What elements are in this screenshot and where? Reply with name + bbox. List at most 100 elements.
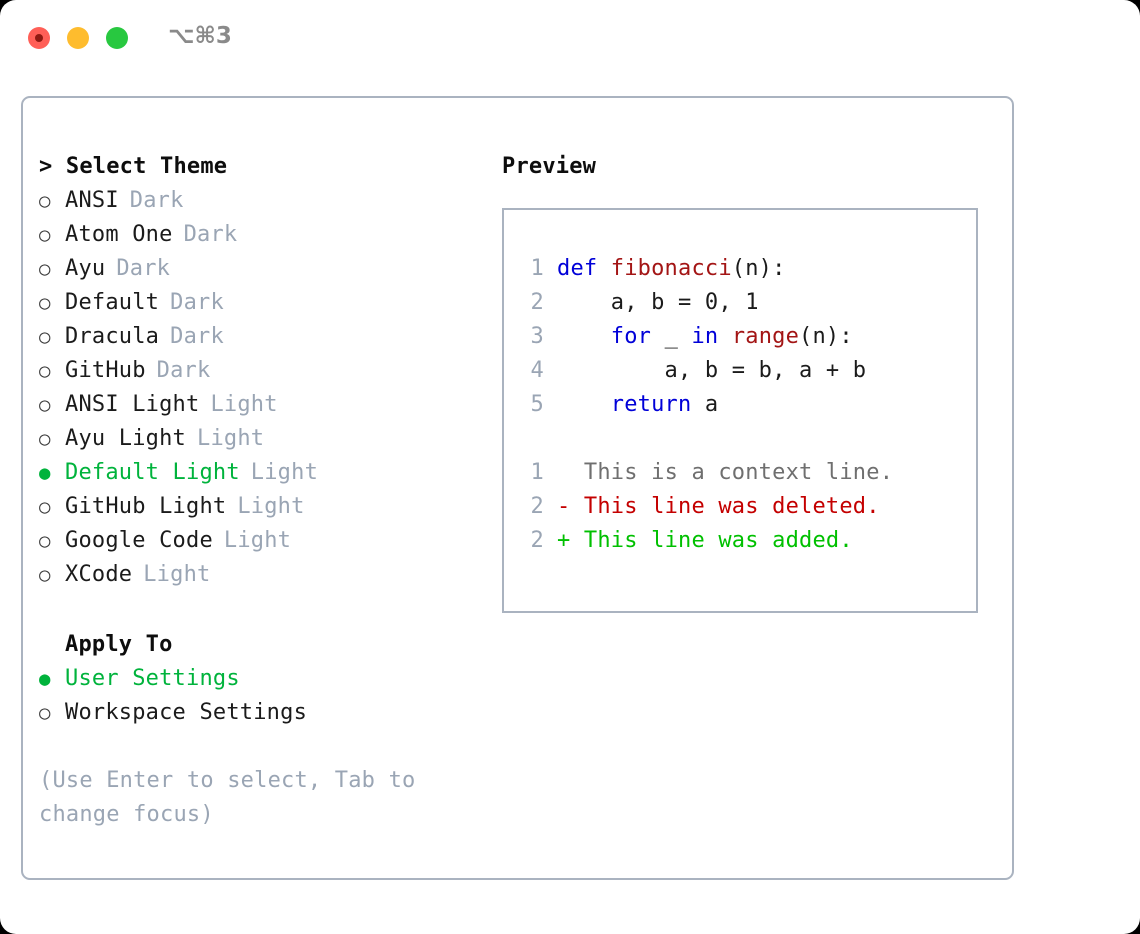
code-token: a, b = b, a + b	[557, 358, 867, 383]
theme-option-label: ANSI Light	[65, 392, 200, 417]
code-token: fibonacci	[610, 256, 732, 281]
diff-marker: -	[557, 494, 571, 519]
theme-option-label: Default Light	[65, 460, 240, 485]
code-line: 2 a, b = 0, 1	[516, 286, 893, 320]
radio-unselected-icon: ○	[39, 292, 51, 314]
code-token: (n):	[799, 324, 853, 349]
theme-option-dracula[interactable]: ○ Dracula Dark	[39, 320, 509, 354]
code-line-content: a, b = b, a + b	[557, 354, 867, 388]
diff-line: 2 + This line was added.	[516, 524, 893, 558]
apply-to-option-list[interactable]: ●User Settings ○ Workspace Settings	[39, 662, 509, 730]
zoom-button[interactable]	[106, 27, 128, 49]
diff-line-number: 2	[530, 528, 544, 553]
theme-variant-badge: Dark	[183, 222, 238, 247]
code-line: 5 return a	[516, 388, 893, 422]
theme-variant-badge: Dark	[156, 358, 211, 383]
preview-title: Preview	[502, 154, 597, 179]
apply-to-option-workspace-settings[interactable]: ○ Workspace Settings	[39, 696, 509, 730]
diff-marker: +	[557, 528, 571, 553]
code-line-number: 3	[530, 324, 544, 349]
radio-unselected-icon: ○	[39, 190, 51, 212]
theme-variant-badge: Dark	[170, 290, 224, 315]
theme-option-ayu-light[interactable]: ○ Ayu Light Light	[39, 422, 509, 456]
code-blank-line	[516, 422, 893, 456]
close-button[interactable]	[28, 27, 50, 49]
code-line: 3 for _ in range(n):	[516, 320, 893, 354]
code-line-content: for _ in range(n):	[557, 320, 853, 354]
code-line-content: a, b = 0, 1	[557, 286, 759, 320]
theme-option-label: Ayu Light	[65, 426, 187, 451]
radio-unselected-icon: ○	[39, 530, 51, 552]
radio-unselected-icon: ○	[39, 496, 51, 518]
theme-variant-badge: Light	[197, 426, 265, 451]
section-spacer	[39, 592, 509, 628]
theme-option-label: Dracula	[65, 324, 160, 349]
radio-unselected-icon: ○	[39, 428, 51, 450]
code-line-number: 5	[530, 392, 544, 417]
radio-unselected-icon: ○	[39, 360, 51, 382]
theme-option-default-light[interactable]: ● Default Light Light	[39, 456, 509, 490]
theme-variant-badge: Light	[210, 392, 278, 417]
diff-line: 2- This line was deleted.	[516, 490, 893, 524]
code-line: 4 a, b = b, a + b	[516, 354, 893, 388]
theme-variant-badge: Dark	[129, 188, 184, 213]
traffic-lights	[28, 27, 128, 49]
code-token: a	[691, 392, 719, 417]
apply-to-heading: Apply To	[65, 632, 173, 657]
theme-option-label: Default	[65, 290, 160, 315]
code-token: a, b = 0, 1	[557, 290, 759, 315]
code-line-number: 1	[530, 256, 544, 281]
code-token: (n):	[731, 256, 786, 281]
code-token	[557, 324, 611, 349]
radio-unselected-icon: ○	[39, 224, 51, 246]
radio-selected-icon: ●	[39, 462, 51, 484]
radio-unselected-icon: ○	[39, 258, 51, 280]
diff-line-text: This line was deleted.	[570, 494, 880, 519]
theme-variant-badge: Light	[237, 494, 305, 519]
diff-line-text: This is a context line.	[570, 460, 894, 485]
code-line: 1 def fibonacci(n):	[516, 252, 893, 286]
theme-variant-badge: Light	[143, 562, 211, 587]
theme-variant-badge: Light	[223, 528, 292, 553]
code-token: range	[731, 324, 800, 349]
diff-marker	[557, 456, 570, 490]
radio-unselected-icon: ○	[39, 394, 51, 416]
code-token: def	[557, 256, 611, 281]
theme-option-label: Google Code	[65, 528, 213, 553]
title-bar: ⌥⌘3	[0, 0, 1140, 78]
theme-variant-badge: Dark	[170, 324, 224, 349]
radio-unselected-icon: ○	[39, 564, 51, 586]
code-token	[718, 324, 731, 349]
code-line-content: return a	[557, 388, 718, 422]
window-title-shortcut: ⌥⌘3	[168, 23, 232, 49]
radio-selected-icon: ●	[39, 668, 51, 690]
theme-option-google-code[interactable]: ○ Google Code Light	[39, 524, 509, 558]
theme-option-ansi-light[interactable]: ○ ANSI Light Light	[39, 388, 509, 422]
diff-line-number: 1	[530, 460, 544, 485]
code-line-content: def fibonacci(n):	[557, 252, 786, 286]
keyboard-hint: (Use Enter to select, Tab to change focu…	[39, 768, 416, 827]
theme-option-default[interactable]: ○ Default Dark	[39, 286, 509, 320]
code-token: in	[691, 324, 719, 349]
theme-option-label: GitHub	[65, 358, 146, 383]
theme-variant-badge: Light	[250, 460, 319, 485]
apply-to-option-label: Workspace Settings	[65, 700, 308, 725]
apply-to-option-user-settings[interactable]: ●User Settings	[39, 662, 509, 696]
radio-unselected-icon: ○	[39, 702, 51, 724]
theme-option-github[interactable]: ○ GitHub Dark	[39, 354, 509, 388]
diff-line-text: This line was added.	[570, 528, 853, 553]
code-token	[557, 392, 611, 417]
minimize-button[interactable]	[67, 27, 89, 49]
code-token: return	[610, 392, 692, 417]
radio-unselected-icon: ○	[39, 326, 51, 348]
